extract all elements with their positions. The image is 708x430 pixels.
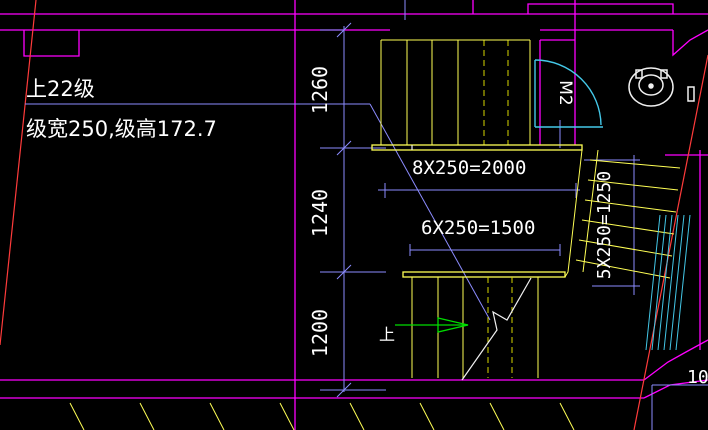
right-handrail — [645, 214, 691, 351]
up-arrow-icon — [395, 317, 469, 333]
break-line-icon — [411, 145, 532, 381]
door-swing — [534, 59, 603, 128]
note-steps-count: 上22级 — [26, 77, 95, 101]
dim-upper-flight: 1260 — [308, 66, 332, 114]
note-step-size: 级宽250,级高172.7 — [26, 117, 217, 141]
dim-middle-run: 6X250=1500 — [421, 217, 535, 239]
dimension-lines — [25, 0, 708, 430]
door-tag: M2 — [555, 80, 575, 105]
landing-edge-top — [371, 144, 583, 151]
dim-side-run: 5X250=1250 — [594, 171, 615, 279]
dim-upper-run: 8X250=2000 — [412, 157, 526, 179]
landing-edge-bottom — [402, 271, 566, 278]
up-label: 上 — [379, 325, 395, 344]
dim-landing: 1240 — [308, 189, 332, 237]
upper-stair-flight — [380, 39, 531, 145]
lower-stair-flight — [411, 277, 539, 378]
dim-lower-flight: 1200 — [308, 309, 332, 357]
side-stair-flight — [564, 149, 681, 279]
bottom-hatching — [69, 402, 575, 430]
dim-corner: 10 — [687, 367, 708, 388]
squat-toilet-icon — [628, 67, 695, 107]
